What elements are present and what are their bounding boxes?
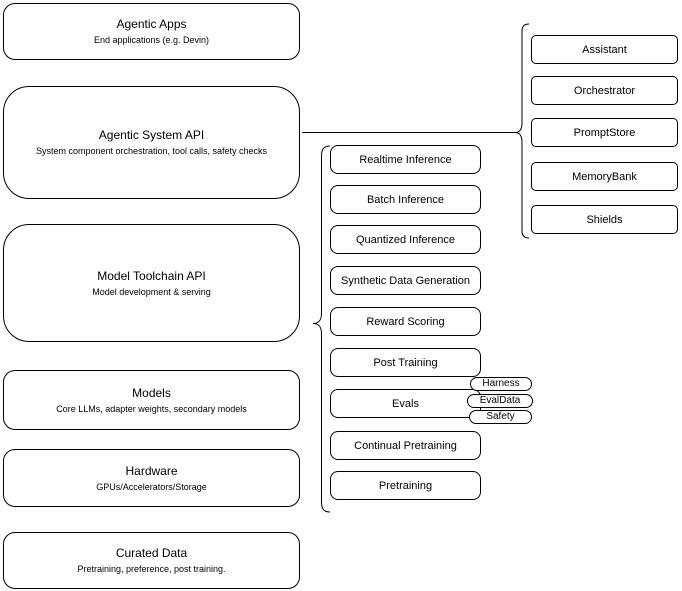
pill-harness: Harness xyxy=(470,377,532,391)
box-memorybank: MemoryBank xyxy=(531,162,678,191)
box-quantized-inference: Quantized Inference xyxy=(330,225,481,254)
box-agentic-apps: Agentic Apps End applications (e.g. Devi… xyxy=(3,3,300,60)
pill-evaldata: EvalData xyxy=(467,394,533,408)
box-title: Hardware xyxy=(125,463,178,478)
box-subtitle: End applications (e.g. Devin) xyxy=(93,35,210,45)
toolchain-brace xyxy=(312,145,331,513)
box-title: Model Toolchain API xyxy=(97,268,206,283)
box-pretraining: Pretraining xyxy=(330,471,481,500)
box-synthetic-data-generation: Synthetic Data Generation xyxy=(330,266,481,295)
box-evals: Evals xyxy=(330,389,481,418)
box-subtitle: Core LLMs, adapter weights, secondary mo… xyxy=(56,403,247,414)
box-shields: Shields xyxy=(531,205,678,234)
box-subtitle: Model development & serving xyxy=(92,286,211,297)
box-title: Agentic Apps xyxy=(116,17,187,31)
pill-safety: Safety xyxy=(469,410,532,424)
box-realtime-inference: Realtime Inference xyxy=(330,145,481,174)
components-bracket xyxy=(514,23,530,239)
box-reward-scoring: Reward Scoring xyxy=(330,307,481,336)
box-models: Models Core LLMs, adapter weights, secon… xyxy=(3,370,300,430)
box-curated-data: Curated Data Pretraining, preference, po… xyxy=(3,532,300,589)
box-post-training: Post Training xyxy=(330,348,481,377)
box-promptstore: PromptStore xyxy=(531,118,678,147)
box-subtitle: System component orchestration, tool cal… xyxy=(35,146,268,156)
box-batch-inference: Batch Inference xyxy=(330,185,481,214)
box-subtitle: Pretraining, preference, post training. xyxy=(77,564,226,574)
box-title: Curated Data xyxy=(115,546,188,560)
box-orchestrator: Orchestrator xyxy=(531,76,678,105)
box-title: Models xyxy=(132,385,171,400)
box-continual-pretraining: Continual Pretraining xyxy=(330,431,481,460)
box-agentic-system-api: Agentic System API System component orch… xyxy=(3,86,300,199)
box-model-toolchain-api: Model Toolchain API Model development & … xyxy=(3,224,300,342)
box-title: Agentic System API xyxy=(98,128,205,142)
box-assistant: Assistant xyxy=(531,35,678,64)
box-subtitle: GPUs/Accelerators/Storage xyxy=(96,481,207,492)
box-hardware: Hardware GPUs/Accelerators/Storage xyxy=(3,449,300,507)
